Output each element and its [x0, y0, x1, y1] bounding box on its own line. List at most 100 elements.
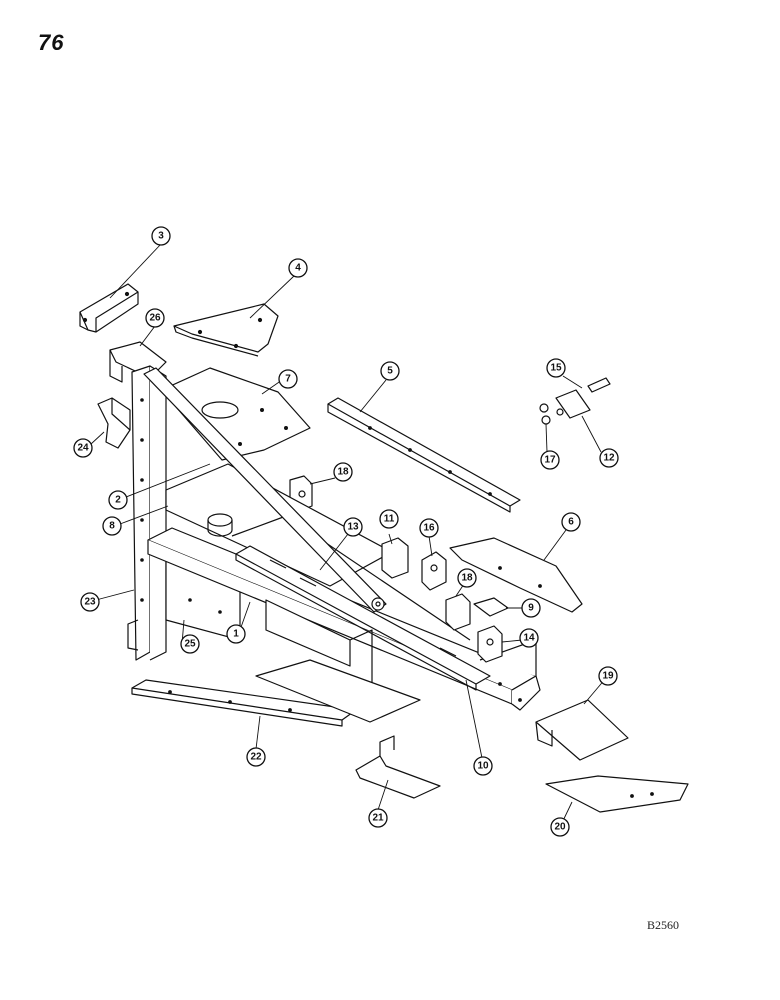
callout-22: 22 [246, 747, 266, 767]
callout-label: 18 [337, 467, 349, 478]
part-6-plate [449, 537, 583, 613]
callout-label: 13 [347, 522, 359, 533]
part-4-plate [173, 303, 279, 357]
callout-label: 16 [423, 523, 435, 534]
leader-lines [90, 243, 607, 828]
callout-label: 6 [568, 517, 574, 528]
callout-label: 12 [603, 453, 615, 464]
callout-circle [246, 747, 266, 767]
callout-label: 2 [115, 495, 121, 506]
callout-circle [473, 756, 493, 776]
callout-circle [145, 308, 165, 328]
lower-housing [265, 599, 373, 690]
callout-label: 25 [184, 639, 196, 650]
callout-16: 16 [419, 518, 439, 538]
callout-3: 3 [151, 226, 171, 246]
callout-circle [546, 358, 566, 378]
part-11-block [381, 537, 409, 579]
callout-20: 20 [550, 817, 570, 837]
callout-label: 21 [372, 813, 384, 824]
callout-23: 23 [80, 592, 100, 612]
callout-label: 7 [285, 374, 291, 385]
callout-label: 8 [109, 521, 115, 532]
callout-circle [598, 666, 618, 686]
callout-circle [519, 628, 539, 648]
part-24-bracket [97, 397, 131, 449]
callout-label: 26 [149, 313, 161, 324]
callout-18a: 18 [333, 462, 353, 482]
callout-circle [180, 634, 200, 654]
callout-circle [73, 438, 93, 458]
part-14-block [477, 625, 503, 663]
callout-2: 2 [108, 490, 128, 510]
callout-circle [151, 226, 171, 246]
part-18-block-lower [445, 593, 471, 631]
callout-circle [419, 518, 439, 538]
callout-5: 5 [380, 361, 400, 381]
callout-circle [102, 516, 122, 536]
callout-7: 7 [278, 369, 298, 389]
callout-17: 17 [540, 450, 560, 470]
callout-label: 5 [387, 366, 393, 377]
callout-6: 6 [561, 512, 581, 532]
callout-21: 21 [368, 808, 388, 828]
part-19-plate [535, 699, 629, 761]
part-21-bracket [355, 735, 441, 799]
part-23-post [127, 365, 167, 661]
callout-label: 17 [544, 455, 556, 466]
callout-circle [343, 517, 363, 537]
callout-14: 14 [519, 628, 539, 648]
callout-25: 25 [180, 634, 200, 654]
callout-circle [288, 258, 308, 278]
callout-label: 3 [158, 231, 164, 242]
callout-15: 15 [546, 358, 566, 378]
callout-24: 24 [73, 438, 93, 458]
callout-circle [278, 369, 298, 389]
part-9-clip [473, 597, 509, 617]
callout-9: 9 [521, 598, 541, 618]
callout-26: 26 [145, 308, 165, 328]
callout-11: 11 [379, 509, 399, 529]
callout-circle [379, 509, 399, 529]
callout-circle [599, 448, 619, 468]
callout-circle [457, 568, 477, 588]
part-3-bracket [79, 283, 139, 333]
callout-label: 9 [528, 603, 534, 614]
callout-circle [368, 808, 388, 828]
bottom-tray [255, 659, 421, 723]
callout-label: 22 [250, 752, 262, 763]
callout-circle [380, 361, 400, 381]
callout-circle [561, 512, 581, 532]
callout-circle [521, 598, 541, 618]
callout-8: 8 [102, 516, 122, 536]
callout-circle [540, 450, 560, 470]
callout-10: 10 [473, 756, 493, 776]
callout-label: 1 [233, 629, 239, 640]
part-2-brace [143, 367, 387, 613]
part-16-bracket [421, 551, 447, 591]
callout-label: 24 [77, 443, 89, 454]
drawing-reference: B2560 [647, 918, 680, 932]
callout-12: 12 [599, 448, 619, 468]
part-13-channel [235, 545, 491, 691]
callouts: 3 4 26 7 5 15 12 17 24 18 2 8 13 11 16 6 18 9 23 1 25 14 19 22 1… [73, 226, 619, 837]
callout-label: 18 [461, 573, 473, 584]
callout-circle [333, 462, 353, 482]
callout-circle [226, 624, 246, 644]
callout-circle [80, 592, 100, 612]
callout-label: 15 [550, 363, 562, 374]
callout-19: 19 [598, 666, 618, 686]
callout-label: 20 [554, 822, 566, 833]
callout-label: 10 [477, 761, 489, 772]
callout-label: 14 [523, 633, 535, 644]
callout-18b: 18 [457, 568, 477, 588]
callout-label: 4 [295, 263, 301, 274]
callout-circle [550, 817, 570, 837]
callout-circle [108, 490, 128, 510]
callout-1: 1 [226, 624, 246, 644]
part-5-strip [327, 397, 521, 513]
parts-15-12-17-hardware [539, 377, 611, 425]
callout-label: 19 [602, 671, 614, 682]
